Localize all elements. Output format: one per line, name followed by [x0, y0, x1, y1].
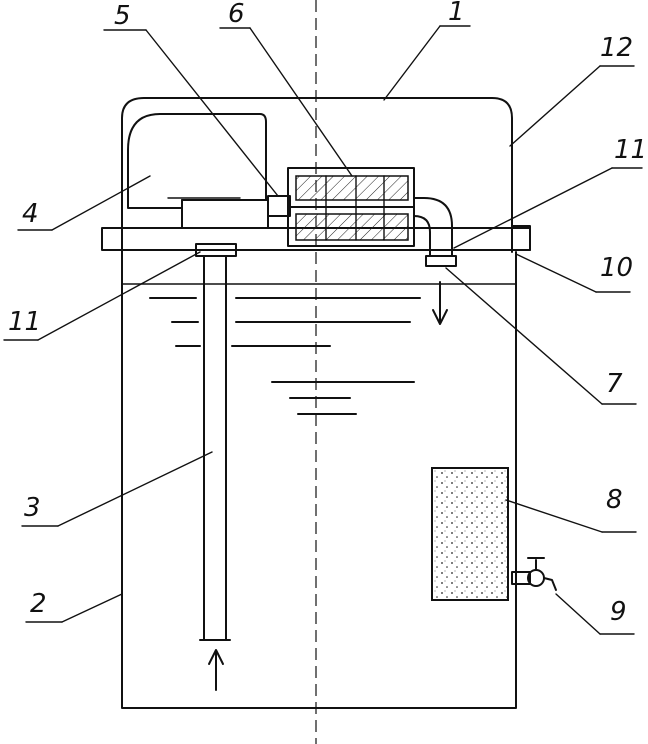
- leader-lines: [3, 25, 643, 635]
- suction-pipe-flange: [195, 243, 237, 257]
- label-9: 9: [610, 597, 627, 627]
- label-8: 8: [606, 485, 623, 515]
- label-11-right: 11: [614, 135, 647, 165]
- label-1: 1: [448, 0, 465, 27]
- side-vent: [511, 225, 531, 251]
- label-4: 4: [22, 199, 39, 229]
- label-2: 2: [30, 589, 47, 619]
- filter-bottom-panel: [295, 213, 409, 241]
- filter-block: [431, 467, 509, 601]
- label-6: 6: [228, 0, 245, 29]
- label-3: 3: [24, 493, 41, 523]
- label-12: 12: [600, 33, 633, 63]
- inflow-arrowhead: [208, 649, 224, 665]
- cover-housing: [121, 97, 513, 253]
- pump: [181, 199, 269, 229]
- filter-top-panel: [295, 175, 409, 201]
- label-5: 5: [114, 1, 131, 31]
- pump-connector: [267, 195, 291, 217]
- water-surface-dashes: [149, 297, 421, 415]
- outlet-seal: [425, 255, 457, 267]
- faucet: [511, 557, 557, 591]
- label-7: 7: [606, 369, 623, 399]
- tank-body: [121, 251, 517, 709]
- outflow-arrowhead: [432, 309, 448, 325]
- fan: [127, 113, 267, 209]
- label-11-left: 11: [8, 307, 41, 337]
- label-10: 10: [600, 253, 633, 283]
